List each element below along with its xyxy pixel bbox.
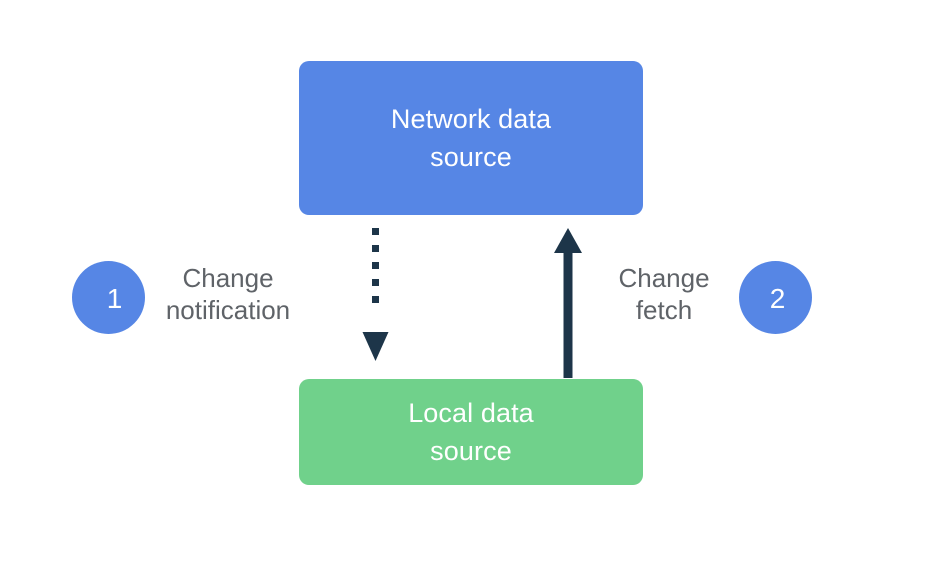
arrow-up-solid-icon [554,228,582,378]
arrow-shaft [563,250,573,378]
step-badge-1: 1 [72,261,145,334]
arrow-down-dotted-icon [362,228,389,361]
node-network-data-source: Network data source [299,61,643,215]
arrow-head [554,228,582,253]
node-network-data-source-label: Network data source [390,104,552,172]
step-badge-1-number: 1 [106,282,123,314]
arrow-head [362,332,389,361]
edge-label-change-notification: Change notification [165,263,291,325]
node-local-data-source-label: Local data source [408,398,534,466]
step-badge-2-number: 2 [769,282,786,314]
node-local-data-source: Local data source [299,379,643,485]
edge-label-change-fetch: Change fetch [618,263,710,325]
step-badge-2: 2 [739,261,812,334]
arrow-dots [372,228,379,303]
